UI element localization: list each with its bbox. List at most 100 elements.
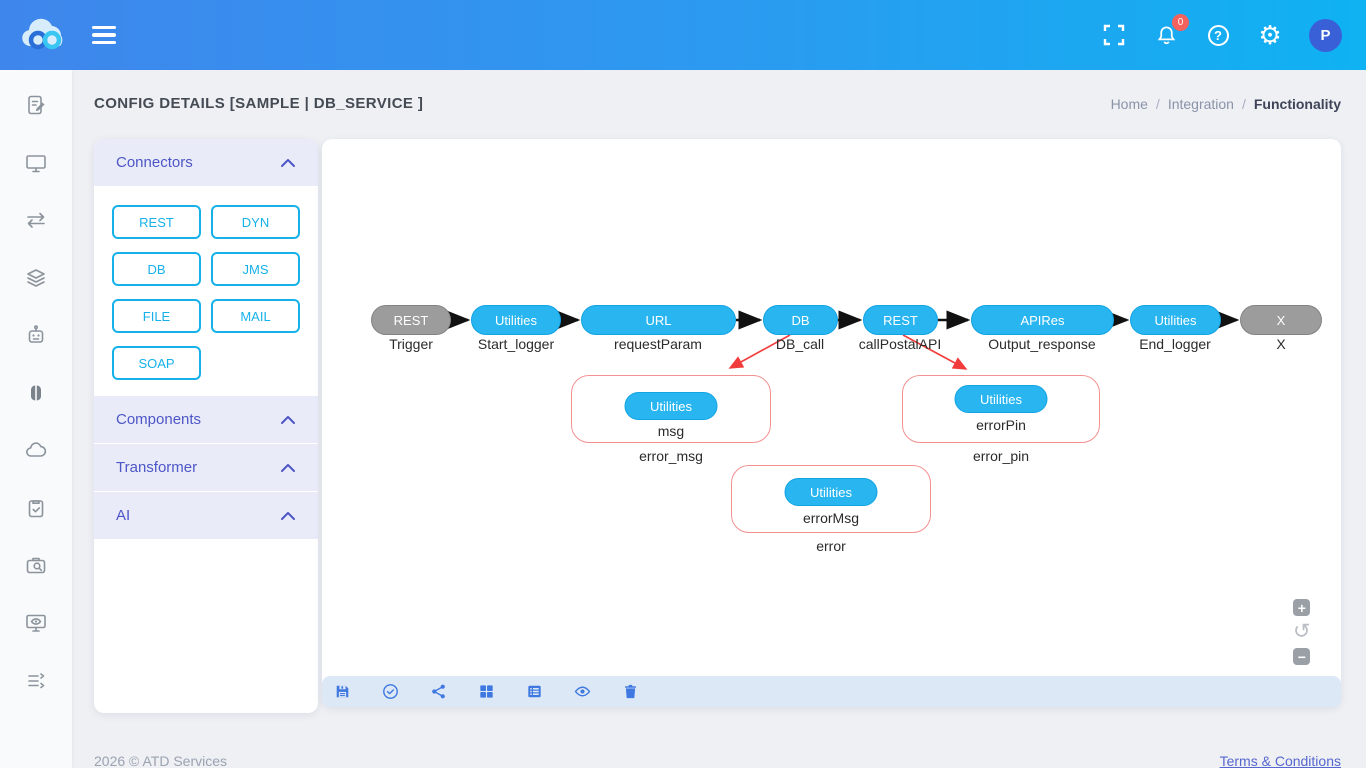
fullscreen-icon	[1103, 24, 1125, 46]
accordion-label: AI	[116, 507, 131, 524]
connector-soap[interactable]: SOAP	[112, 346, 201, 380]
hamburger-menu-button[interactable]	[92, 26, 116, 44]
eye-icon	[574, 686, 590, 697]
sidebar-item-pipelines[interactable]	[23, 667, 49, 693]
flow-connectors	[446, 310, 1240, 421]
zoom-in-button[interactable]: +	[1293, 599, 1311, 616]
bell-icon	[1157, 25, 1175, 44]
breadcrumb-home[interactable]: Home	[1110, 96, 1148, 112]
grid-view-button[interactable]	[477, 683, 495, 701]
sidebar-item-tasks[interactable]	[23, 495, 49, 521]
clipboard-check-icon	[28, 499, 44, 517]
flow-node-trigger[interactable]: REST	[371, 305, 451, 335]
breadcrumb: Home / Integration / Functionality	[1111, 96, 1341, 112]
sidebar-item-config[interactable]	[23, 92, 49, 118]
accordion-components[interactable]: Components	[94, 396, 318, 444]
accordion-label: Transformer	[116, 459, 198, 476]
chevron-up-icon	[281, 463, 295, 472]
sidebar-item-brain[interactable]	[23, 380, 49, 406]
error-node-label: errorPin	[976, 417, 1026, 433]
sidebar-item-robot[interactable]	[23, 322, 49, 348]
node-label: Start_logger	[477, 336, 555, 352]
flow-node-call-postal-api[interactable]: REST	[863, 305, 938, 335]
trash-icon	[624, 684, 636, 699]
error-group-pin[interactable]: Utilities errorPin	[902, 375, 1100, 443]
breadcrumb-separator: /	[1241, 96, 1246, 112]
connector-mail[interactable]: MAIL	[211, 299, 300, 333]
error-group-error[interactable]: Utilities errorMsg	[731, 465, 931, 533]
accordion-transformer[interactable]: Transformer	[94, 444, 318, 492]
connector-db[interactable]: DB	[112, 252, 201, 286]
settings-button[interactable]: ⚙	[1257, 22, 1283, 48]
app-logo[interactable]	[20, 16, 70, 54]
sidebar-item-audit[interactable]	[23, 552, 49, 578]
flow-node-output-response[interactable]: APIRes	[971, 305, 1114, 335]
chevron-up-icon	[281, 158, 295, 167]
preview-button[interactable]	[573, 683, 591, 701]
search-case-icon	[26, 557, 46, 574]
sidebar-item-cloud[interactable]	[23, 437, 49, 463]
edit-document-icon	[28, 95, 45, 115]
share-button[interactable]	[429, 683, 447, 701]
flow-node-x[interactable]: X	[1240, 305, 1322, 335]
accordion-ai[interactable]: AI	[94, 492, 318, 540]
error-node-msg[interactable]: Utilities	[624, 392, 718, 420]
sidebar-item-layers[interactable]	[23, 265, 49, 291]
error-node-errormsg[interactable]: Utilities	[784, 478, 878, 506]
flow-node-end-logger[interactable]: Utilities	[1130, 305, 1221, 335]
breadcrumb-current: Functionality	[1253, 96, 1341, 112]
reset-view-button[interactable]: ↺	[1293, 620, 1311, 643]
sidebar-item-observe[interactable]	[23, 610, 49, 636]
canvas-zoom-controls: + ↺ −	[1293, 599, 1311, 665]
terms-link[interactable]: Terms & Conditions	[1219, 753, 1341, 768]
connector-jms[interactable]: JMS	[211, 252, 300, 286]
connector-rest[interactable]: REST	[112, 205, 201, 239]
node-label: X	[1276, 336, 1286, 352]
error-node-label: errorMsg	[802, 510, 859, 526]
notifications-button[interactable]: 0	[1153, 14, 1189, 48]
monitor-eye-icon	[26, 614, 46, 632]
icon-sidebar	[0, 70, 72, 768]
top-navbar: 0 ? ⚙ P	[0, 0, 1366, 70]
node-label: End_logger	[1139, 336, 1211, 352]
cloud-infinity-logo-icon	[22, 18, 63, 50]
breadcrumb-separator: /	[1155, 96, 1160, 112]
flow-node-start-logger[interactable]: Utilities	[471, 305, 561, 335]
gear-icon: ⚙	[1258, 20, 1282, 50]
share-icon	[431, 684, 445, 699]
connector-dyn[interactable]: DYN	[211, 205, 300, 239]
delete-button[interactable]	[621, 683, 639, 701]
flow-node-db-call[interactable]: DB	[763, 305, 838, 335]
brain-icon	[31, 385, 41, 400]
check-circle-icon	[382, 684, 398, 699]
breadcrumb-integration[interactable]: Integration	[1167, 96, 1234, 112]
accordion-label: Components	[116, 411, 202, 428]
monitor-icon	[26, 154, 46, 172]
error-node-pin[interactable]: Utilities	[954, 385, 1048, 413]
accordion-connectors[interactable]: Connectors	[94, 139, 318, 187]
grid-icon	[479, 685, 493, 698]
flow-stack-icon	[28, 673, 45, 689]
error-group-label: error_pin	[972, 448, 1030, 464]
node-label: requestParam	[614, 336, 702, 352]
sidebar-item-transfer[interactable]	[23, 207, 49, 233]
canvas-toolbar	[322, 676, 1341, 707]
robot-icon	[28, 325, 44, 343]
copyright-text: 2026 © ATD Services	[94, 753, 227, 768]
fullscreen-button[interactable]	[1101, 22, 1127, 48]
sidebar-item-monitor[interactable]	[23, 150, 49, 176]
list-view-button[interactable]	[525, 683, 543, 701]
user-avatar[interactable]: P	[1309, 18, 1342, 52]
connectors-panel: Connectors REST DYN DB JMS FILE MAIL SOA…	[94, 139, 318, 713]
node-label: Output_response	[988, 336, 1096, 352]
help-button[interactable]: ?	[1205, 22, 1231, 48]
error-group-msg[interactable]: Utilities msg	[571, 375, 771, 443]
zoom-out-button[interactable]: −	[1293, 648, 1311, 665]
flow-canvas[interactable]: REST Utilities URL DB REST APIRes Utilit…	[322, 139, 1341, 707]
validate-button[interactable]	[381, 683, 399, 701]
save-button[interactable]	[333, 683, 351, 701]
connector-file[interactable]: FILE	[112, 299, 201, 333]
flow-node-request-param[interactable]: URL	[581, 305, 736, 335]
chevron-up-icon	[281, 511, 295, 520]
accordion-label: Connectors	[116, 154, 193, 171]
